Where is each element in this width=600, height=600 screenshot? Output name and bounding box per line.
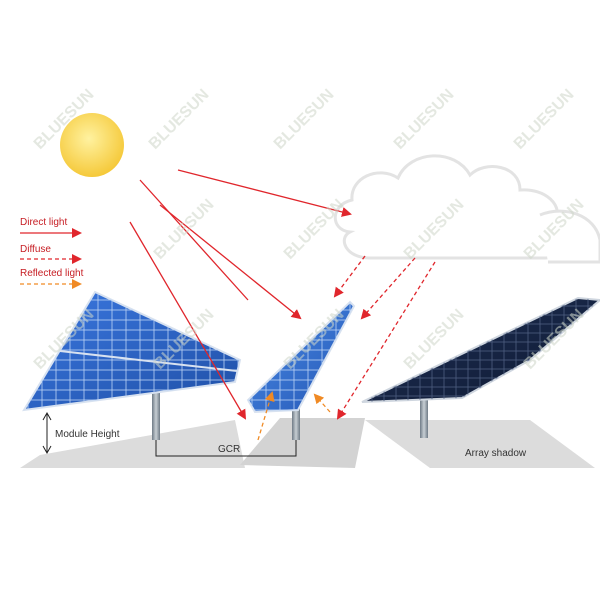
panel-middle-cells — [248, 302, 354, 412]
sun — [60, 113, 124, 177]
watermark-logo: BLUESUN — [271, 86, 338, 153]
legend-direct-label: Direct light — [20, 217, 67, 228]
direct-light-rays — [129, 169, 352, 420]
direct-ray-to-ground-1 — [129, 221, 247, 420]
reflected-light-rays — [257, 391, 331, 441]
tracker-right — [361, 296, 600, 438]
svg-text:BLUESUN: BLUESUN — [391, 86, 458, 153]
svg-text:BLUESUN: BLUESUN — [271, 86, 338, 153]
watermark-logo: BLUESUN — [146, 86, 213, 153]
gcr-annotation: GCR — [155, 440, 297, 457]
direct-ray-to-cloud — [177, 169, 352, 217]
array-shadow-label: Array shadow — [465, 448, 527, 459]
ground-shadows — [20, 418, 595, 468]
direct-ray-to-middle-panel — [159, 204, 302, 320]
diffuse-ray-1 — [333, 255, 366, 298]
gcr-bracket — [155, 440, 297, 457]
panel-right-cells — [362, 298, 600, 402]
ground-shadow-left — [20, 420, 245, 468]
gcr-label: GCR — [218, 444, 240, 455]
diffuse-ray-3 — [336, 261, 436, 420]
pole-right — [420, 392, 428, 438]
cloud — [333, 154, 600, 264]
watermark-logo: BLUESUN — [281, 196, 348, 263]
tracker-middle — [246, 300, 356, 440]
legend-reflected-label: Reflected light — [20, 268, 84, 279]
module-height-label: Module Height — [55, 429, 120, 440]
legend: Direct light Diffuse Reflected light — [20, 217, 84, 289]
watermark-logo: BLUESUN — [391, 86, 458, 153]
watermark-logo: BLUESUN — [511, 86, 578, 153]
ground-shadow-middle — [240, 418, 365, 468]
diffuse-ray-2 — [360, 257, 416, 320]
svg-text:BLUESUN: BLUESUN — [281, 196, 348, 263]
ground-shadow-right — [365, 420, 595, 468]
svg-text:BLUESUN: BLUESUN — [511, 86, 578, 153]
reflected-ray-2 — [313, 393, 331, 413]
panel-left-cells — [24, 292, 240, 410]
diffuse-light-rays — [333, 255, 436, 420]
tracker-left — [22, 290, 242, 440]
svg-text:BLUESUN: BLUESUN — [146, 86, 213, 153]
reflected-ray-1 — [257, 391, 275, 441]
legend-diffuse-label: Diffuse — [20, 244, 51, 255]
direct-ray-to-ground-2 — [139, 179, 249, 301]
module-height-annotation: Module Height — [42, 411, 120, 455]
pole-left — [152, 378, 160, 440]
